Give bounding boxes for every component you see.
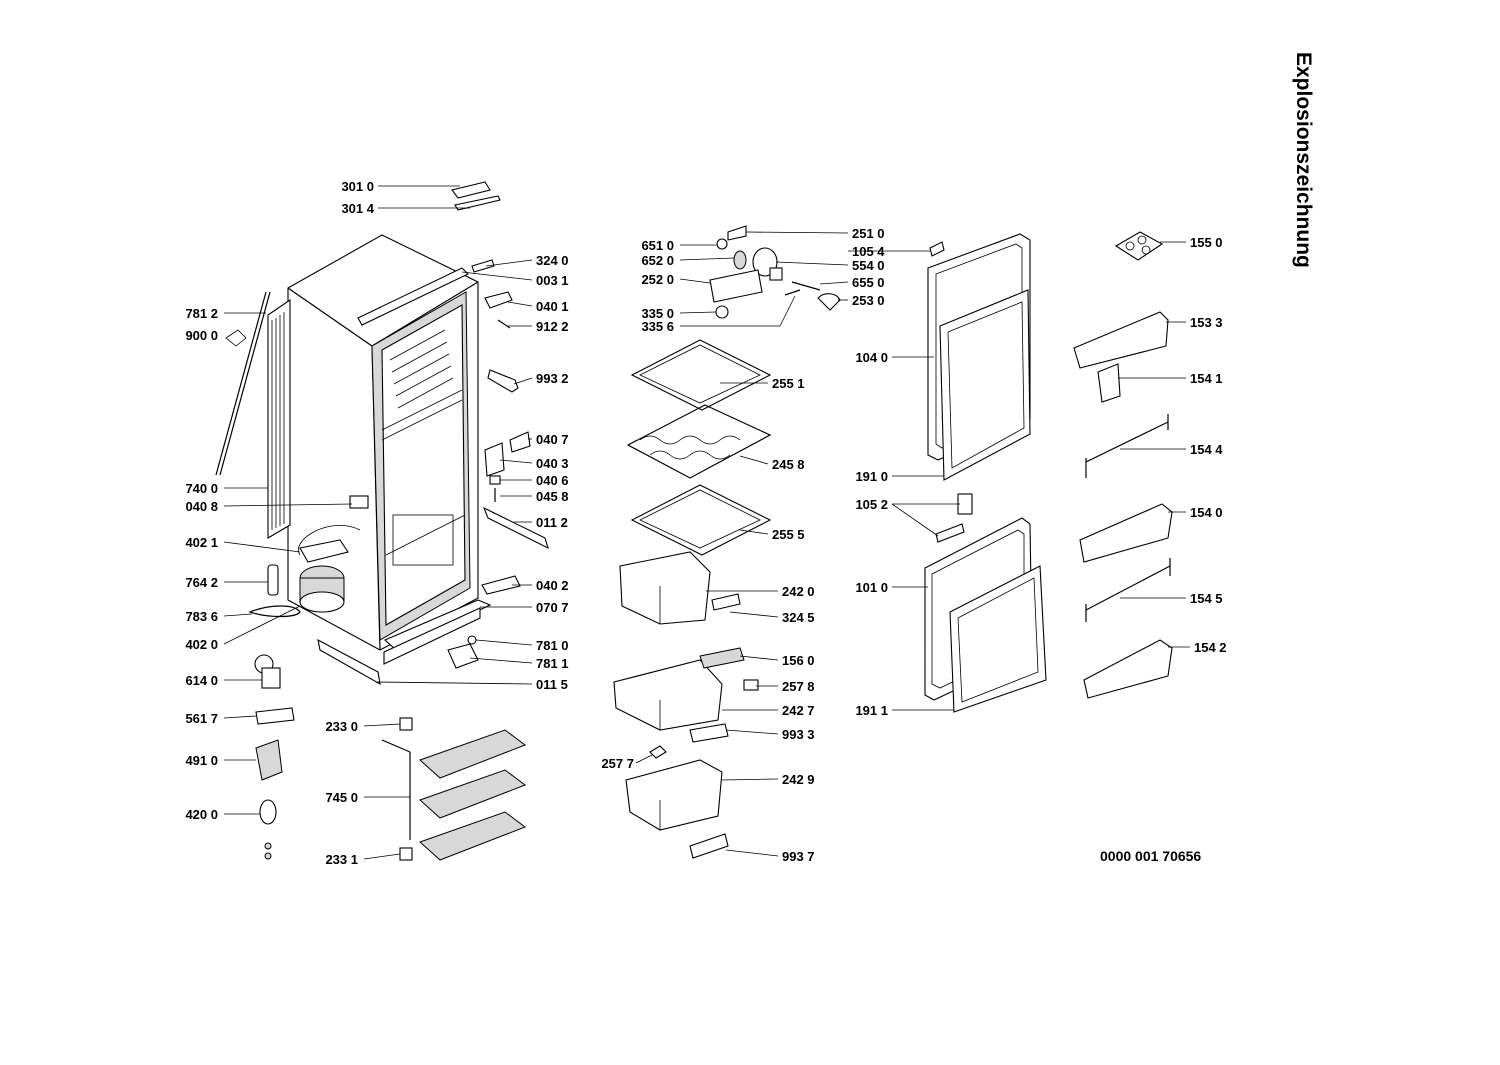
part-label: 251 0 [852, 226, 885, 241]
part-label: 257 7 [601, 756, 634, 771]
part-label: 652 0 [641, 253, 674, 268]
part-label: 105 2 [855, 497, 888, 512]
part-label: 335 0 [641, 306, 674, 321]
part-label: 011 5 [536, 677, 568, 692]
part-label: 040 3 [536, 456, 569, 471]
part-label: 745 0 [325, 790, 358, 805]
part-label: 912 2 [536, 319, 569, 334]
drawing-title: Explosionszeichnung [1292, 52, 1315, 268]
part-label: 070 7 [536, 600, 569, 615]
lower-door [924, 241, 1047, 713]
part-label: 651 0 [641, 238, 674, 253]
wine-rack [626, 404, 772, 479]
compressor-assembly [248, 525, 361, 618]
part-label: 324 0 [536, 253, 569, 268]
part-label: 993 2 [536, 371, 569, 386]
part-label: 040 8 [185, 499, 218, 514]
part-label: 191 0 [855, 469, 888, 484]
part-label: 402 1 [185, 535, 218, 550]
part-label: 655 0 [852, 275, 885, 290]
part-label: 011 2 [536, 515, 568, 530]
part-label: 554 0 [852, 258, 885, 273]
freezer-shelf-wires [381, 717, 527, 861]
document-number: 0000 001 70656 [1100, 848, 1202, 864]
part-label: 233 0 [325, 719, 358, 734]
part-label: 242 7 [782, 703, 815, 718]
part-label: 154 1 [1190, 371, 1223, 386]
part-label: 101 0 [855, 580, 888, 595]
hinge-parts [317, 431, 549, 686]
part-label: 242 0 [782, 584, 815, 599]
part-label: 764 2 [185, 575, 218, 590]
part-label: 156 0 [782, 653, 815, 668]
part-label: 993 7 [782, 849, 815, 864]
part-label: 154 0 [1190, 505, 1223, 520]
part-label: 154 5 [1190, 591, 1223, 606]
door-accessories [1073, 231, 1173, 699]
upper-door [927, 233, 1031, 481]
part-label: 242 9 [782, 772, 815, 787]
part-label: 324 5 [782, 610, 815, 625]
part-label: 040 7 [536, 432, 569, 447]
part-label: 783 6 [185, 609, 218, 624]
part-label: 900 0 [185, 328, 218, 343]
top-cover-parts [357, 181, 519, 393]
water-drain-pipe [215, 291, 271, 476]
glass-shelf-upper [630, 339, 772, 411]
part-label: 153 3 [1190, 315, 1223, 330]
part-label: 491 0 [185, 753, 218, 768]
part-label: 301 0 [341, 179, 374, 194]
part-label: 301 4 [341, 201, 374, 216]
part-label: 045 8 [536, 489, 569, 504]
part-label: 154 4 [1190, 442, 1223, 457]
part-label: 040 6 [536, 473, 569, 488]
electrical-parts [225, 329, 295, 860]
drawers [613, 551, 759, 859]
part-label: 255 5 [772, 527, 805, 542]
control-unit [709, 225, 841, 319]
part-label: 040 1 [536, 299, 569, 314]
part-label: 191 1 [855, 703, 888, 718]
part-label: 154 2 [1194, 640, 1227, 655]
part-label: 402 0 [185, 637, 218, 652]
part-label: 257 8 [782, 679, 815, 694]
leader-lines [223, 185, 1190, 860]
part-label: 245 8 [772, 457, 805, 472]
part-label: 003 1 [536, 273, 569, 288]
part-label: 040 2 [536, 578, 569, 593]
part-label: 561 7 [185, 711, 218, 726]
part-label: 252 0 [641, 272, 674, 287]
part-label: 781 2 [185, 306, 218, 321]
part-label: 233 1 [325, 852, 358, 867]
part-label: 781 1 [536, 656, 569, 671]
part-label: 335 6 [641, 319, 674, 334]
part-label: 105 4 [852, 244, 885, 259]
part-label: 155 0 [1190, 235, 1223, 250]
part-label: 253 0 [852, 293, 885, 308]
part-labels: 301 0 301 4 324 0 003 1 781 2 040 1 900 … [185, 179, 1226, 867]
cabinet-side-insulation [267, 298, 291, 539]
part-label: 740 0 [185, 481, 218, 496]
part-label: 781 0 [536, 638, 569, 653]
part-label: 255 1 [772, 376, 805, 391]
part-label: 993 3 [782, 727, 815, 742]
part-label: 420 0 [185, 807, 218, 822]
part-label: 104 0 [855, 350, 888, 365]
part-label: 614 0 [185, 673, 218, 688]
glass-shelf-lower [630, 484, 772, 556]
